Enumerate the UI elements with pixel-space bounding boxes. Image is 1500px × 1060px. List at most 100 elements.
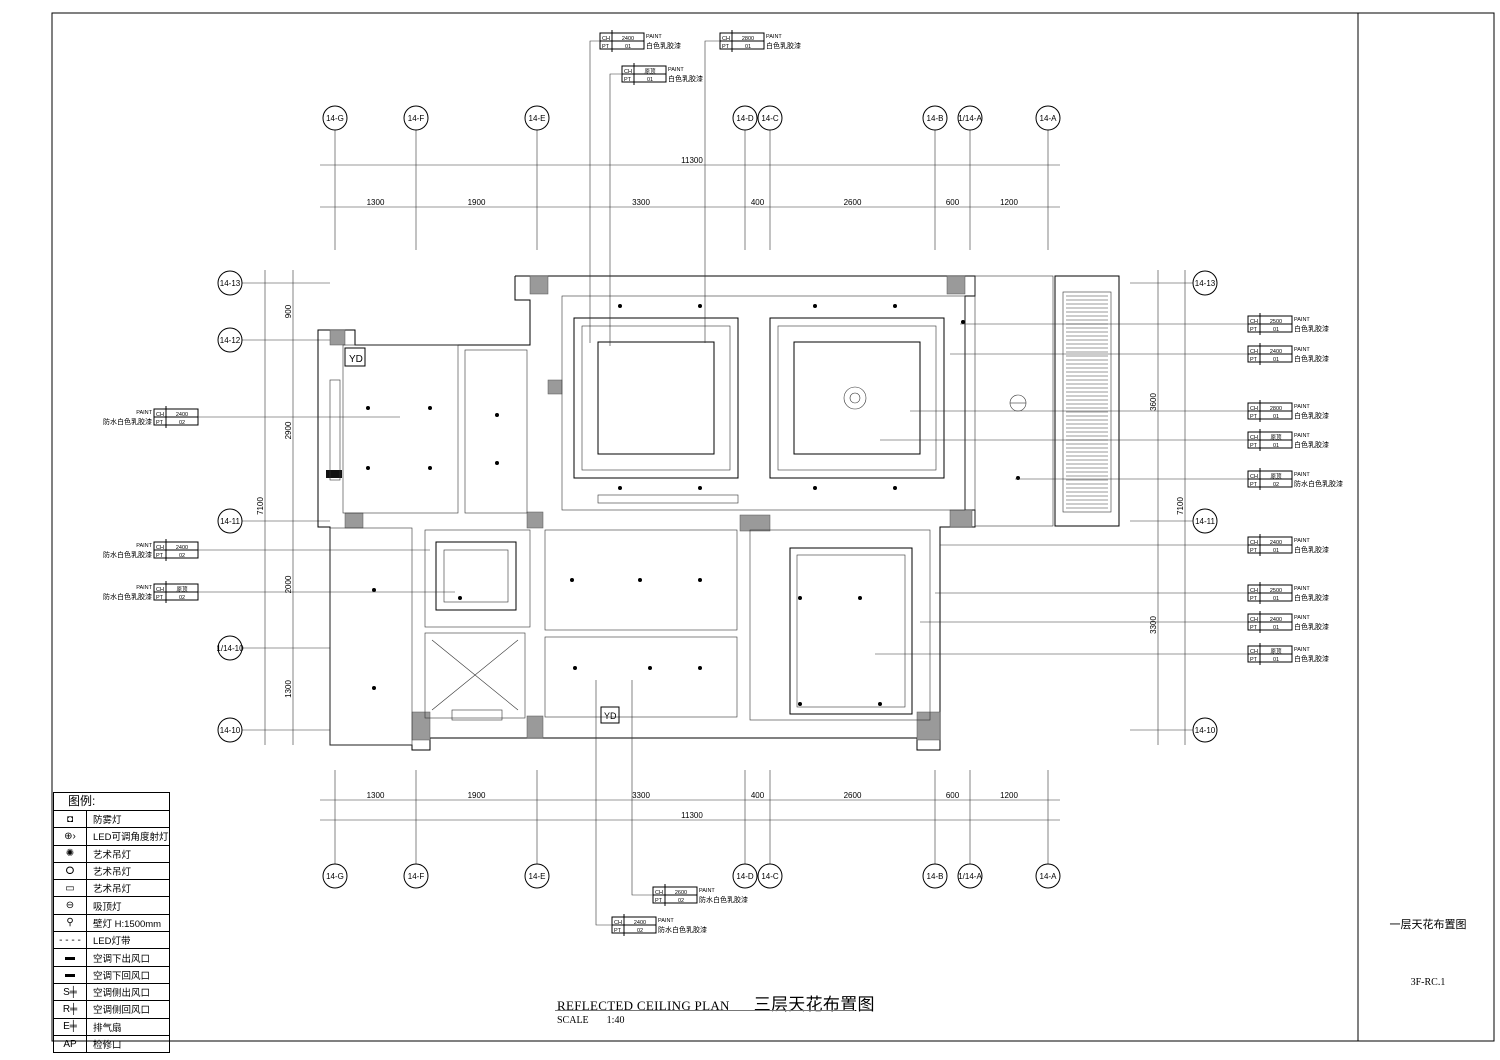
ac-return-icon: ▬ [54,966,87,983]
legend-label: 空调下回风口 [93,970,151,982]
dim-text: 400 [751,791,765,800]
axis-bubble-col: 14-D [732,105,758,131]
legend-label: 排气扇 [93,1022,122,1034]
svg-text:01: 01 [745,44,751,50]
axis-bubble-col: 14-F [403,863,429,889]
legend-item: ⊕›LED可调角度射灯 [54,828,169,846]
svg-text:01: 01 [1273,327,1279,333]
legend-item: ⚲壁灯 H:1500mm [54,914,169,933]
axis-bubble-col: 1/14-A [957,105,983,131]
svg-text:14-11: 14-11 [220,517,240,526]
svg-text:PAINT: PAINT [658,918,674,924]
svg-text:白色乳胶漆: 白色乳胶漆 [1294,440,1329,449]
legend-item: ▭艺术吊灯 [54,880,169,898]
downlight-icon [1016,476,1020,480]
svg-text:01: 01 [1273,414,1279,420]
svg-text:CH: CH [602,36,610,42]
axis-bubble-col: 14-C [757,863,783,889]
svg-text:白色乳胶漆: 白色乳胶漆 [1294,654,1329,663]
yd-mark-2: YD [600,706,620,724]
svg-text:2600: 2600 [675,890,687,896]
svg-text:14-13: 14-13 [1195,279,1216,288]
svg-text:PT: PT [156,553,164,559]
svg-text:14-A: 14-A [1040,114,1058,123]
svg-text:CH: CH [614,920,622,926]
svg-text:CH: CH [1250,649,1258,655]
axis-bubble-row: 14-11 [1192,508,1218,534]
pendant-icon: ⵔ [54,862,87,880]
dim-text: 600 [946,791,960,800]
legend-item: ▬ 空调下回风口 [54,966,169,984]
ceiling-tags: CHPT240001PAINT白色乳胶漆CHPT280001PAINT白色乳胶漆… [103,30,1343,936]
svg-text:PAINT: PAINT [766,34,782,40]
floor-plan [317,275,1120,751]
svg-text:白色乳胶漆: 白色乳胶漆 [668,74,703,83]
axis-bubble-row: 1/14-10 [216,635,244,661]
yd-mark-1: YD [344,347,366,367]
svg-text:PAINT: PAINT [1294,472,1310,478]
title-en: REFLECTED CEILING PLAN [557,998,730,1013]
svg-text:原顶: 原顶 [1270,434,1282,441]
dim-text: 600 [946,198,960,207]
svg-text:02: 02 [1273,482,1279,488]
light-fixtures [366,304,1020,706]
axis-bubble-col: 14-F [403,105,429,131]
axis-bubble-col: 1/14-A [957,863,983,889]
svg-text:PT: PT [1250,482,1258,488]
svg-text:白色乳胶漆: 白色乳胶漆 [1294,324,1329,333]
svg-text:PT: PT [1250,327,1258,333]
dim-text: 2600 [844,198,862,207]
svg-text:14-D: 14-D [736,872,754,881]
svg-text:14-E: 14-E [529,114,546,123]
sheet-code: 3F-RC.1 [1410,977,1446,988]
svg-text:2400: 2400 [622,36,634,42]
svg-text:1/14-10: 1/14-10 [216,644,244,653]
square-dot-icon: ◘ [54,811,87,828]
downlight-icon [372,588,376,592]
svg-text:CH: CH [655,890,663,896]
svg-text:01: 01 [1273,596,1279,602]
legend-label: 空调侧回风口 [93,1005,151,1017]
downlight-icon [495,461,499,465]
svg-text:PT: PT [1250,443,1258,449]
legend-label: 检修口 [93,1040,122,1051]
svg-text:PT: PT [655,898,663,904]
svg-text:防水白色乳胶漆: 防水白色乳胶漆 [699,895,748,904]
legend-label: 空调下出风口 [93,953,151,965]
downlight-icon [618,304,622,308]
axis-bubble-col: 14-G [322,105,348,131]
svg-text:原顶: 原顶 [1270,648,1282,655]
legend-title: 图例: [54,793,169,811]
ac-side-supply-icon: S╪ [54,983,87,1001]
dim-text: 1200 [1000,791,1018,800]
dim-total: 11300 [681,156,703,165]
svg-text:防水白色乳胶漆: 防水白色乳胶漆 [658,925,707,934]
dim-text: 1300 [367,198,385,207]
svg-text:白色乳胶漆: 白色乳胶漆 [1294,622,1329,631]
svg-text:CH: CH [1250,540,1258,546]
dim-text: 1200 [1000,198,1018,207]
downlight-icon [878,702,882,706]
svg-text:防水白色乳胶漆: 防水白色乳胶漆 [103,550,152,559]
axis-bubble-row: 14-10 [1192,717,1218,743]
ac-supply-icon: ▬ [54,949,87,966]
downlight-icon [698,666,702,670]
dim-total: 7100 [256,497,265,515]
svg-text:2400: 2400 [1270,540,1282,546]
svg-text:PT: PT [1250,625,1258,631]
dim-text: 3300 [632,791,650,800]
axis-bubble-col: 14-G [322,863,348,889]
svg-text:14-10: 14-10 [220,726,241,735]
svg-text:02: 02 [637,928,643,934]
spot-arrow-icon: ⊕› [54,828,87,845]
svg-text:14-13: 14-13 [220,279,241,288]
